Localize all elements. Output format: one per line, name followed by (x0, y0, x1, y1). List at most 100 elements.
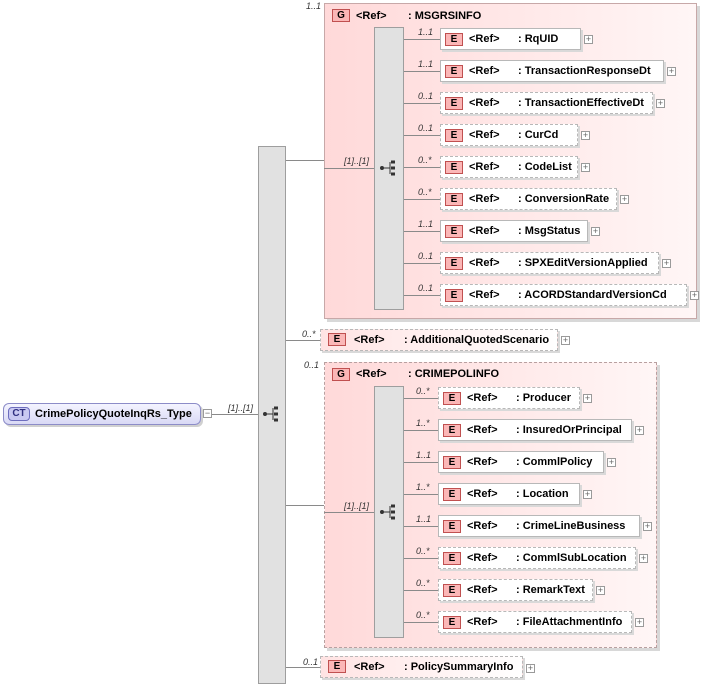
element-codelist[interactable]: E <Ref> : CodeList (440, 156, 578, 178)
element-name: : CodeList (518, 161, 572, 173)
element-name: : InsuredOrPrincipal (516, 424, 622, 436)
sequence-icon (263, 406, 278, 422)
expand-icon[interactable]: + (583, 393, 592, 403)
complex-type-badge: CT (8, 407, 30, 421)
group-badge: G (332, 368, 350, 381)
element-insuredorprincipal[interactable]: E<Ref>: InsuredOrPrincipal (438, 419, 632, 441)
element-name: : Location (516, 488, 569, 500)
ref-label: <Ref> (354, 661, 385, 673)
element-producer[interactable]: E<Ref>: Producer (438, 387, 580, 409)
item-cardinality: 0..1 (418, 283, 434, 293)
element-badge: E (443, 552, 461, 565)
element-transactionresponsedt[interactable]: E<Ref>: TransactionResponseDt (440, 60, 664, 82)
ref-label: <Ref> (469, 193, 500, 205)
element-commlsublocation[interactable]: E<Ref>: CommlSubLocation (438, 547, 636, 569)
item-cardinality: 1..* (416, 418, 430, 428)
expand-icon[interactable]: + (643, 521, 652, 531)
expand-icon[interactable]: + (591, 226, 600, 236)
element-msgstatus[interactable]: E<Ref>: MsgStatus (440, 220, 588, 242)
item-cardinality: 1..1 (416, 450, 432, 460)
expand-icon[interactable]: + (607, 457, 616, 467)
element-badge: E (445, 225, 463, 238)
crimepolinfo-cardinality: 0..1 (304, 360, 320, 370)
sequence-icon (380, 160, 395, 176)
element-curcd[interactable]: E <Ref> : CurCd (440, 124, 578, 146)
expand-icon[interactable]: + (639, 553, 648, 563)
expand-icon[interactable]: + (690, 290, 699, 300)
item-cardinality: 0..* (416, 578, 430, 588)
element-badge: E (445, 129, 463, 142)
expand-icon[interactable]: + (635, 425, 644, 435)
element-name: : SPXEditVersionApplied (518, 257, 648, 269)
element-fileattachmentinfo[interactable]: E<Ref>: FileAttachmentInfo (438, 611, 632, 633)
ref-label: <Ref> (467, 456, 498, 468)
item-cardinality: 1..1 (418, 59, 434, 69)
element-badge: E (445, 65, 463, 78)
ref-label: <Ref> (469, 161, 500, 173)
ref-label: <Ref> (356, 368, 387, 380)
element-name: : FileAttachmentInfo (516, 616, 623, 628)
expand-icon[interactable]: + (581, 130, 590, 140)
root-type-name: CrimePolicyQuoteInqRs_Type (35, 408, 192, 420)
ref-label: <Ref> (467, 488, 498, 500)
expand-icon[interactable]: + (561, 335, 570, 345)
element-conversionrate[interactable]: E <Ref> : ConversionRate (440, 188, 617, 210)
element-policysummaryinfo[interactable]: E <Ref> : PolicySummaryInfo (320, 656, 523, 678)
msgrsinfo-name: : MSGRSINFO (408, 10, 482, 22)
element-transactioneffectivedt[interactable]: E<Ref>: TransactionEffectiveDt (440, 92, 653, 114)
element-rquid[interactable]: E<Ref>: RqUID (440, 28, 581, 50)
expand-root-icon[interactable]: − (203, 408, 212, 418)
element-badge: E (445, 193, 463, 206)
element-name: : CurCd (518, 129, 559, 141)
ref-label: <Ref> (467, 392, 498, 404)
ref-label: <Ref> (469, 257, 500, 269)
element-name: : ACORDStandardVersionCd (518, 289, 667, 301)
expand-icon[interactable]: + (620, 194, 629, 204)
element-badge: E (443, 616, 461, 629)
element-crimelinebusiness[interactable]: E <Ref> : CrimeLineBusiness (438, 515, 640, 537)
element-location[interactable]: E <Ref> : Location (438, 483, 580, 505)
sequence-icon (380, 504, 395, 520)
expand-icon[interactable]: + (635, 617, 644, 627)
item-cardinality: 0..* (418, 187, 432, 197)
expand-icon[interactable]: + (662, 258, 671, 268)
crimepolinfo-name: : CRIMEPOLINFO (408, 368, 500, 380)
element-name: : CommlPolicy (516, 456, 593, 468)
ref-label: <Ref> (356, 10, 387, 22)
root-complex-type[interactable]: CT CrimePolicyQuoteInqRs_Type (3, 403, 201, 425)
element-name: : RqUID (518, 33, 559, 45)
expand-icon[interactable]: + (596, 585, 605, 595)
element-additionalquotedscenario[interactable]: E <Ref> : AdditionalQuotedScenario (320, 329, 558, 351)
element-name: : TransactionEffectiveDt (518, 97, 644, 109)
element-badge: E (443, 520, 461, 533)
element-badge: E (445, 97, 463, 110)
policysummary-cardinality: 0..1 (303, 657, 319, 667)
ref-label: <Ref> (467, 424, 498, 436)
expand-icon[interactable]: + (526, 663, 535, 673)
item-cardinality: 1..1 (416, 514, 432, 524)
element-badge: E (443, 488, 461, 501)
ref-label: <Ref> (469, 129, 500, 141)
element-name: : CrimeLineBusiness (516, 520, 626, 532)
element-name: : PolicySummaryInfo (404, 661, 514, 673)
element-name: : ConversionRate (518, 193, 610, 205)
expand-icon[interactable]: + (667, 66, 676, 76)
element-badge: E (328, 333, 346, 346)
expand-icon[interactable]: + (656, 98, 665, 108)
element-name: : AdditionalQuotedScenario (404, 334, 550, 346)
element-name: : CommlSubLocation (516, 552, 627, 564)
element-badge: E (445, 161, 463, 174)
item-cardinality: 0..1 (418, 251, 434, 261)
ref-label: <Ref> (467, 520, 498, 532)
ref-label: <Ref> (354, 334, 385, 346)
element-badge: E (443, 392, 461, 405)
expand-icon[interactable]: + (581, 162, 590, 172)
element-commlpolicy[interactable]: E<Ref>: CommlPolicy (438, 451, 604, 473)
root-sequence-cardinality: [1]..[1] (228, 403, 254, 413)
element-badge: E (445, 257, 463, 270)
expand-icon[interactable]: + (583, 489, 592, 499)
element-acordstandardversioncd[interactable]: E<Ref>: ACORDStandardVersionCd (440, 284, 687, 306)
element-remarktext[interactable]: E<Ref>: RemarkText (438, 579, 593, 601)
expand-icon[interactable]: + (584, 34, 593, 44)
element-spxeditversionapplied[interactable]: E <Ref> : SPXEditVersionApplied (440, 252, 659, 274)
